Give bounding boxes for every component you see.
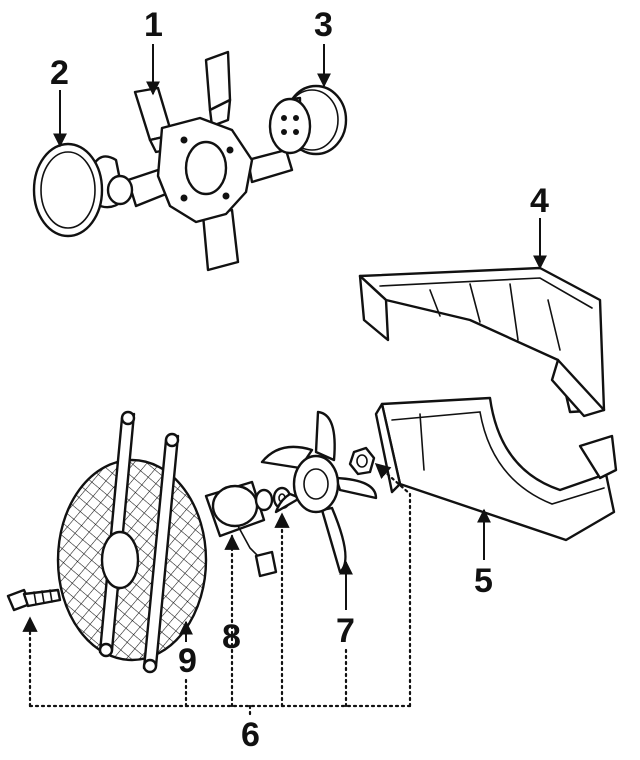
lower-fan-shroud (374, 396, 618, 542)
callout-2: 2 (50, 54, 69, 92)
callout-1: 1 (144, 6, 163, 44)
leader-lines (53, 44, 547, 642)
fan-blade (204, 50, 232, 128)
fan-blade (246, 148, 294, 184)
callout-8: 8 (222, 618, 241, 656)
callout-3: 3 (314, 6, 333, 44)
callout-6-bracket (22, 462, 412, 718)
retaining-nut (348, 446, 376, 476)
callout-6: 6 (241, 716, 260, 754)
mounting-bolt (6, 588, 62, 612)
fan-hub-opening (184, 140, 228, 196)
fan-motor (204, 480, 278, 578)
callout-4: 4 (530, 182, 549, 220)
electric-fan-blade (260, 410, 378, 574)
callout-9: 9 (178, 642, 197, 680)
fan-clutch (32, 142, 134, 238)
electric-fan-frame (56, 410, 208, 674)
callout-7: 7 (336, 612, 355, 650)
mechanical-fan (126, 50, 294, 272)
callout-5: 5 (474, 562, 493, 600)
upper-fan-shroud (358, 266, 606, 418)
pulley (268, 84, 348, 156)
